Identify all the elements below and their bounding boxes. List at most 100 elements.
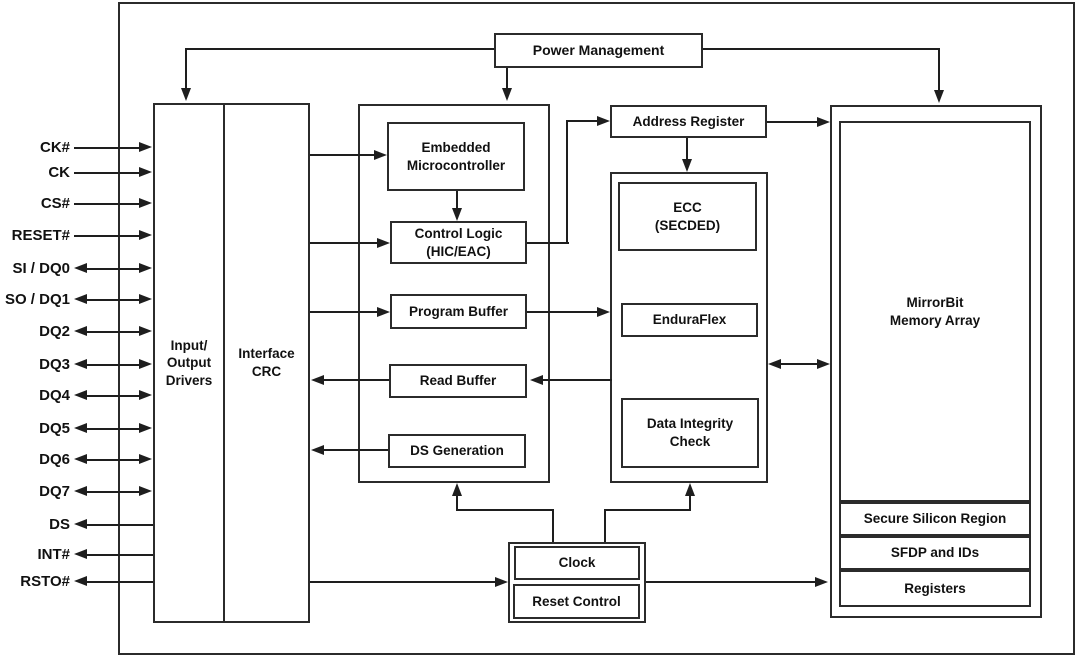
wire-segment	[74, 203, 142, 205]
wire-segment	[84, 554, 153, 556]
memory-container	[830, 105, 1042, 618]
pin-label: SO / DQ1	[4, 291, 70, 308]
arrowhead	[74, 294, 87, 304]
arrowhead	[374, 150, 387, 160]
arrowhead	[139, 198, 152, 208]
arrowhead	[74, 423, 87, 433]
wire-segment	[541, 379, 612, 381]
wire-segment	[84, 395, 142, 397]
wire-segment	[84, 491, 142, 493]
wire-segment	[552, 509, 554, 542]
arrowhead	[74, 359, 87, 369]
arrowhead	[817, 117, 830, 127]
pin-dq6: DQ6	[0, 450, 160, 470]
wire-segment	[506, 68, 508, 90]
wire-segment	[185, 48, 187, 90]
wire-segment	[84, 581, 153, 583]
pin-dq7: DQ7	[0, 482, 160, 502]
wire-segment	[310, 242, 378, 244]
arrowhead	[139, 294, 152, 304]
arrowhead	[685, 483, 695, 496]
pin-ck: CK	[0, 163, 160, 183]
program-buffer-block: Program Buffer	[390, 294, 527, 329]
mirrorbit-memory-array-block: MirrorBit Memory Array	[839, 121, 1031, 502]
ds-generation-block: DS Generation	[388, 434, 526, 468]
pin-label: DS	[49, 516, 70, 533]
pin-label: DQ2	[39, 323, 70, 340]
pin-label: INT#	[37, 546, 70, 563]
arrowhead	[74, 263, 87, 273]
pin-ds: DS	[0, 515, 160, 535]
wire-segment	[74, 147, 142, 149]
wire-segment	[456, 509, 554, 511]
clock-container	[508, 542, 646, 623]
arrowhead	[597, 116, 610, 126]
pin-dq5: DQ5	[0, 419, 160, 439]
wire-segment	[604, 509, 691, 511]
wire-segment	[84, 524, 153, 526]
ecc-container	[610, 172, 768, 483]
pin-dq2: DQ2	[0, 322, 160, 342]
wire-segment	[767, 121, 818, 123]
arrowhead	[139, 486, 152, 496]
interface-crc-block: Interface CRC	[223, 103, 310, 623]
wire-segment	[84, 364, 142, 366]
address-register-block: Address Register	[610, 105, 767, 138]
arrowhead	[74, 519, 87, 529]
wire-segment	[456, 191, 458, 210]
wire-segment	[527, 242, 569, 244]
arrowhead	[597, 307, 610, 317]
read-buffer-block: Read Buffer	[389, 364, 527, 398]
wire-segment	[74, 172, 142, 174]
power-management-block: Power Management	[494, 33, 703, 68]
pin-cs-n: CS#	[0, 194, 160, 214]
pin-label: CS#	[40, 195, 70, 212]
pin-dq4: DQ4	[0, 386, 160, 406]
wire-segment	[703, 48, 939, 50]
arrowhead	[311, 445, 324, 455]
wire-segment	[322, 379, 389, 381]
wire-segment	[566, 120, 599, 122]
wire-segment	[322, 449, 388, 451]
arrowhead	[181, 88, 191, 101]
pin-int-n: INT#	[0, 545, 160, 565]
arrowhead	[139, 326, 152, 336]
wire-segment	[689, 494, 691, 511]
arrowhead	[139, 423, 152, 433]
chip-boundary	[118, 2, 1075, 655]
wire-segment	[84, 299, 142, 301]
pin-label: DQ7	[39, 483, 70, 500]
data-integrity-check-block: Data Integrity Check	[621, 398, 759, 468]
pin-ck-n: CK#	[0, 138, 160, 158]
pin-label: SI / DQ0	[12, 260, 70, 277]
arrowhead	[530, 375, 543, 385]
wire-segment	[604, 509, 606, 542]
arrowhead	[74, 390, 87, 400]
pin-label: DQ3	[39, 356, 70, 373]
arrowhead	[74, 486, 87, 496]
pin-label: RESET#	[11, 227, 70, 244]
pin-label: DQ6	[39, 451, 70, 468]
arrowhead	[495, 577, 508, 587]
pin-label: DQ5	[39, 420, 70, 437]
secure-silicon-region-block: Secure Silicon Region	[839, 502, 1031, 536]
wire-segment	[456, 494, 458, 511]
wire-segment	[186, 48, 494, 50]
pin-label: CK	[48, 164, 70, 181]
pin-so-dq1: SO / DQ1	[0, 290, 160, 310]
control-logic-block: Control Logic (HIC/EAC)	[390, 221, 527, 264]
wire-segment	[84, 331, 142, 333]
wire-segment	[646, 581, 815, 583]
arrowhead	[74, 576, 87, 586]
wire-segment	[779, 363, 819, 365]
arrowhead	[74, 326, 87, 336]
logic-container	[358, 104, 550, 483]
arrowhead	[452, 483, 462, 496]
pin-label: CK#	[39, 139, 70, 156]
pin-reset-n: RESET#	[0, 226, 160, 246]
arrowhead	[139, 390, 152, 400]
ecc-block: ECC (SECDED)	[618, 182, 757, 251]
wire-segment	[84, 428, 142, 430]
arrowhead	[682, 159, 692, 172]
